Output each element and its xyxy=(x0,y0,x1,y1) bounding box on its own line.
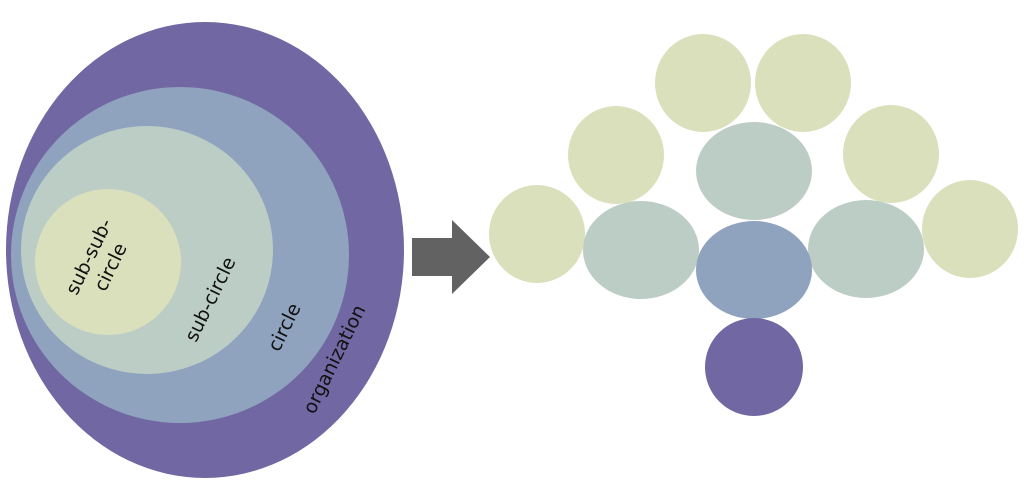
network-sub-sub-circle xyxy=(843,105,939,203)
network-sub-sub-circle xyxy=(568,106,664,204)
network-sub-circle xyxy=(583,201,699,299)
network-sub-sub-circle xyxy=(755,34,851,132)
sub-sub-circle-circle xyxy=(35,189,181,335)
nested-circles-diagram: sub-sub- circle sub-circle circle organi… xyxy=(6,22,404,478)
network-organization xyxy=(705,318,803,416)
network-sub-sub-circle xyxy=(489,185,585,283)
network-sub-circle xyxy=(808,200,924,298)
circle-network xyxy=(489,34,1018,416)
network-sub-circle xyxy=(696,122,812,220)
network-sub-sub-circle xyxy=(655,34,751,132)
right-arrow-icon xyxy=(412,220,490,294)
network-sub-sub-circle xyxy=(922,180,1018,278)
network-circle xyxy=(696,221,812,319)
